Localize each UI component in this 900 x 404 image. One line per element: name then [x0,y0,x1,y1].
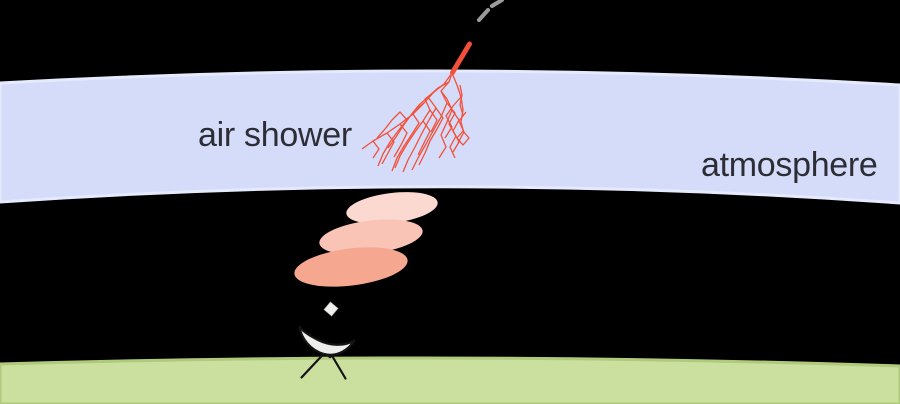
particle-track [438,90,453,159]
particle-track [402,81,450,173]
radio-antenna-icon [298,300,356,380]
antenna-dish [298,325,356,356]
particle-track [393,123,408,158]
antenna-leg-right [329,352,347,380]
air-shower-label: air shower [198,116,352,154]
particle-track [418,107,444,166]
ground [0,356,900,404]
antenna-feed [322,300,340,318]
particle-track [451,109,460,153]
atmosphere-band [0,69,900,205]
particle-track [391,113,420,172]
particle-track [444,96,462,139]
particle-track [451,72,465,134]
radio-footprint-ellipse-top [346,192,438,224]
trajectory-dash [477,8,490,22]
particle-track [457,111,467,144]
particle-track [372,140,380,159]
radio-footprint [294,192,438,287]
particle-track [456,130,470,146]
particle-track [459,84,464,116]
dashed-trajectory-icon [477,0,504,22]
trajectory-dash [490,0,504,8]
air-shower-particle-tracks [361,72,470,173]
primary-particle-track [450,41,472,75]
antenna-leg-left [300,352,326,379]
particle-track [394,91,435,169]
radio-footprint-ellipse-middle [319,219,423,255]
particle-track [429,109,438,133]
particle-track [387,96,429,149]
radio-footprint-ellipse-bottom [294,247,408,287]
particle-track [411,72,453,171]
atmosphere-label: atmosphere [701,146,878,184]
particle-track [381,132,395,165]
particle-track [417,120,431,156]
particle-track [376,111,408,139]
